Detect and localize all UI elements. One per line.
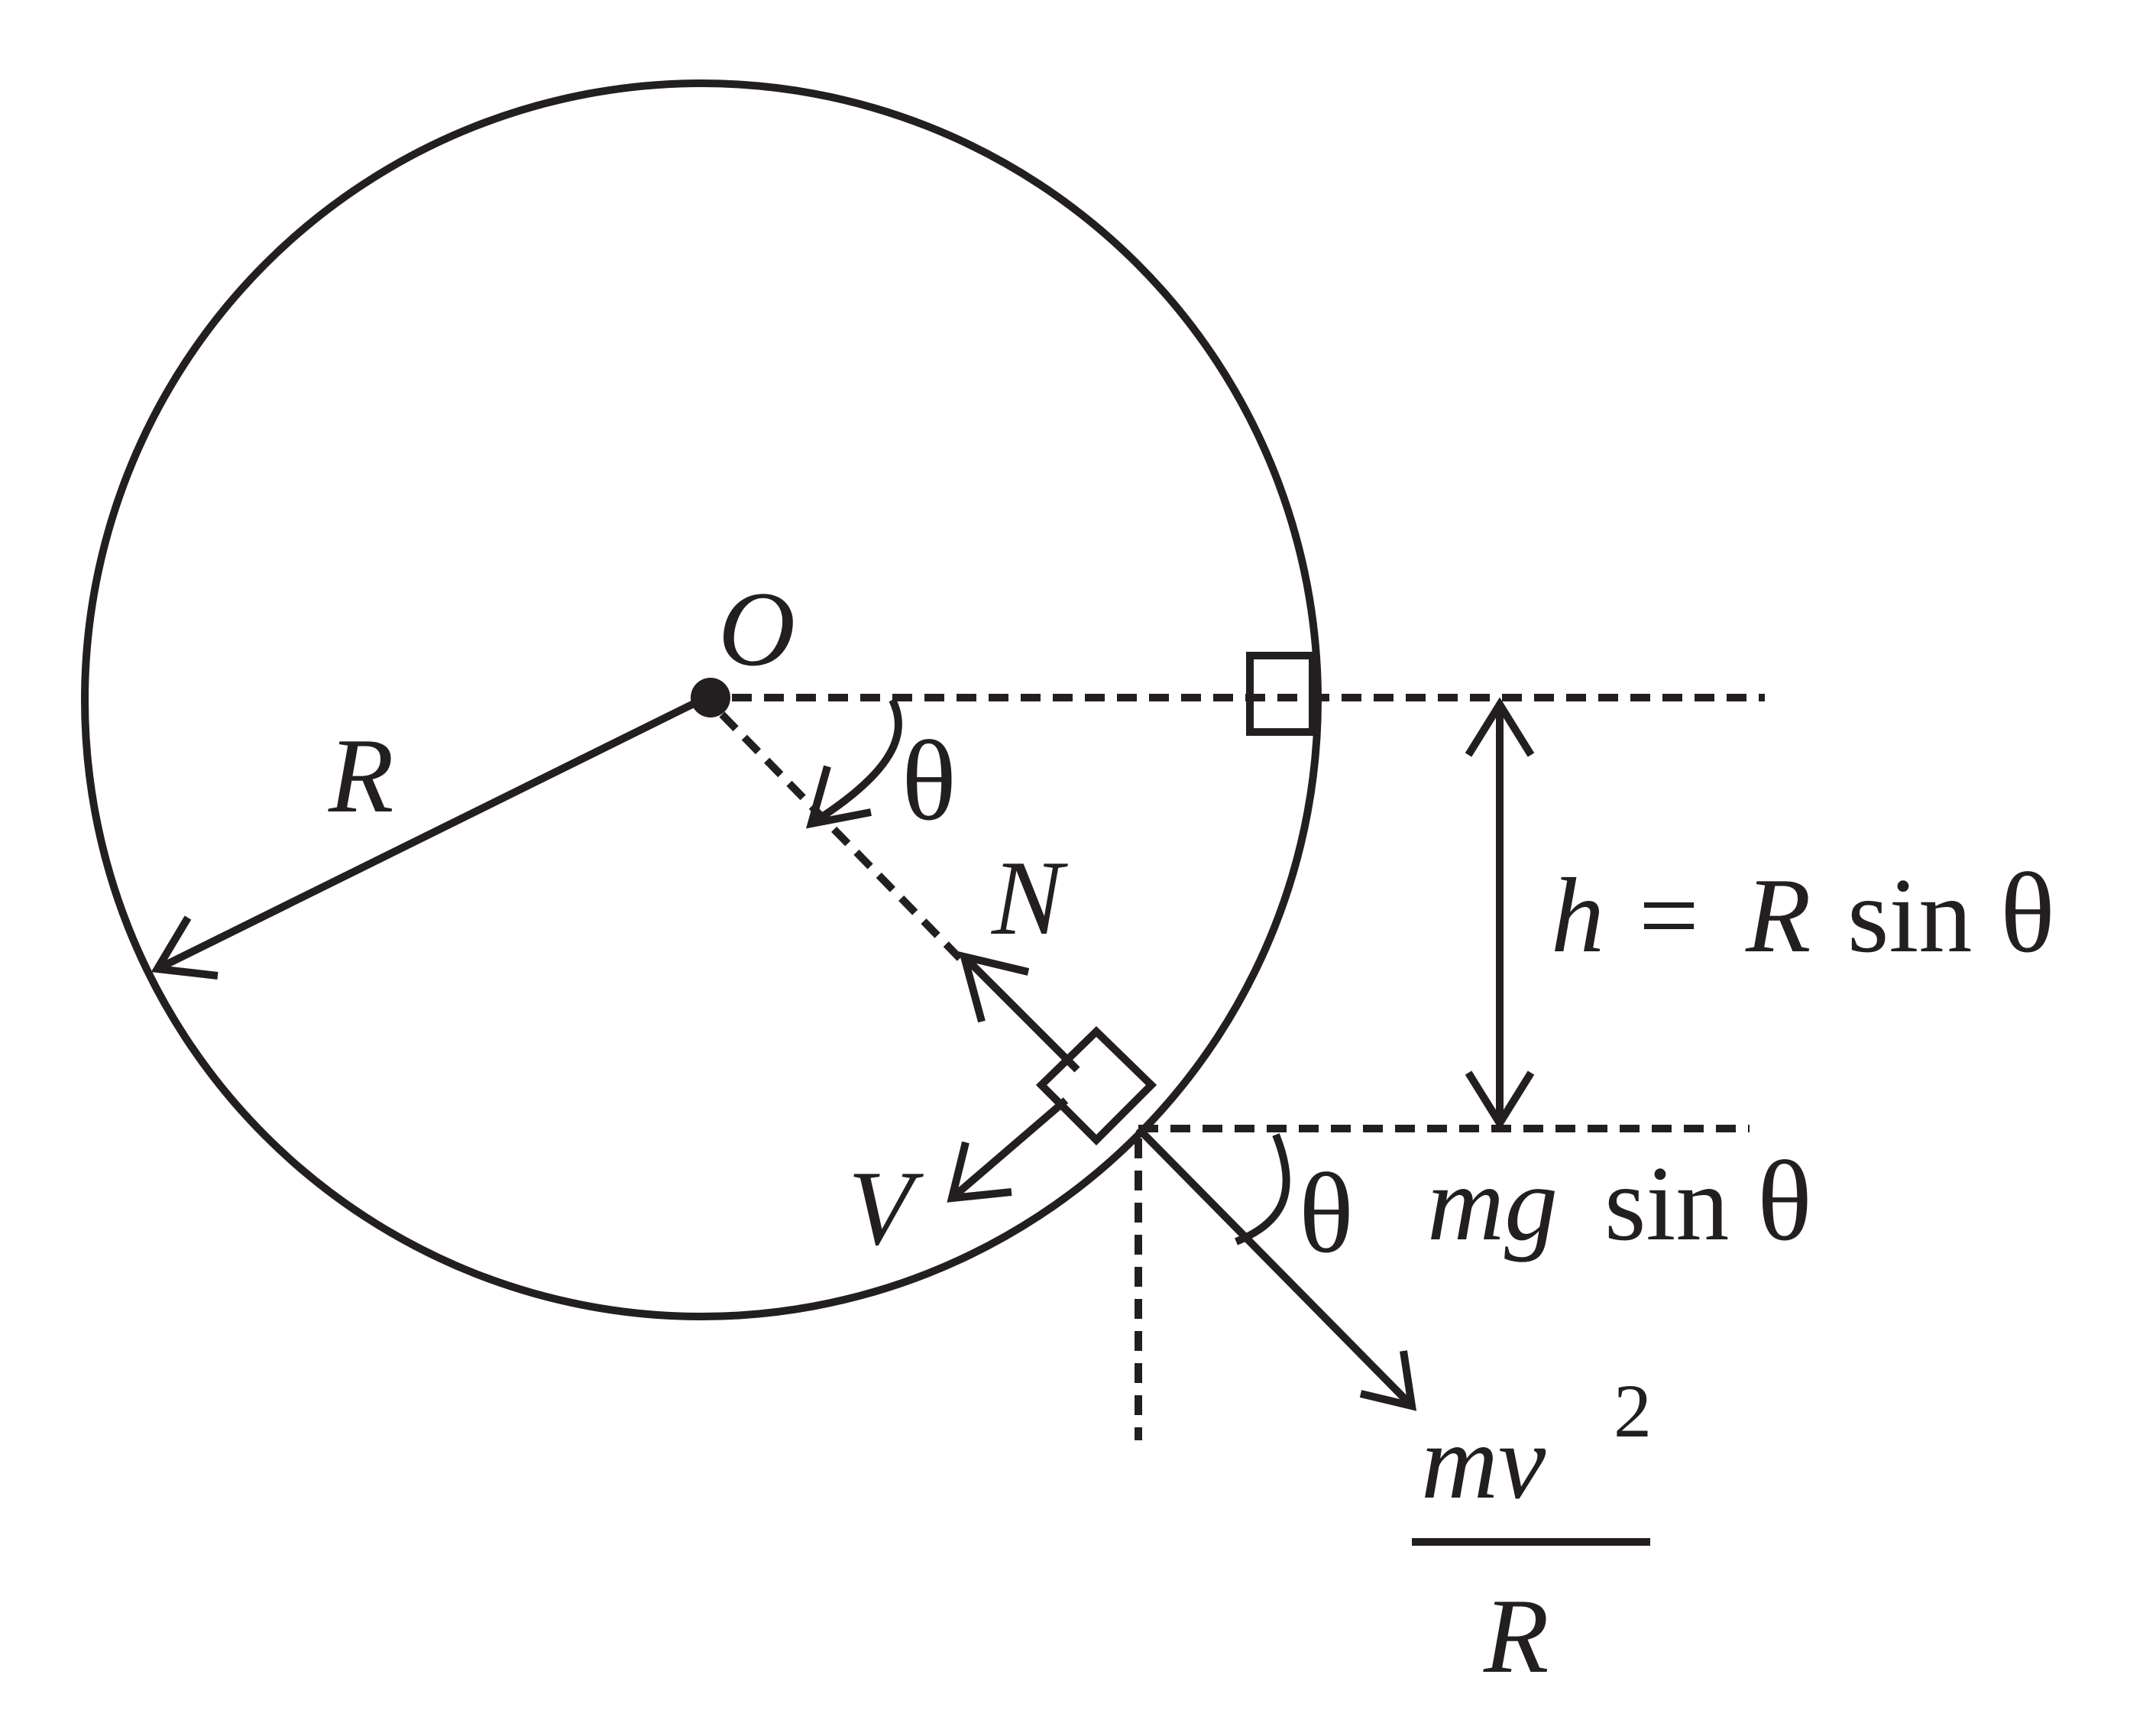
angle-arc-center [806, 698, 902, 829]
normal-force-arrow [958, 951, 1080, 1073]
block [1035, 1026, 1157, 1146]
height-var: h [1551, 857, 1604, 975]
gravity-sin: sin [1604, 1145, 1729, 1263]
label-angle-bottom: θ [1299, 1150, 1354, 1277]
centripetal-label: mv 2 R [1421, 1368, 1652, 1696]
label-angle-top: θ [902, 717, 957, 844]
label-normal-n: N [990, 839, 1068, 957]
label-velocity-v: V [848, 1149, 924, 1268]
gravity-theta: θ [1757, 1138, 1812, 1265]
height-equals: = [1639, 857, 1699, 975]
radius-arrow [151, 696, 704, 980]
height-sin: sin [1847, 857, 1972, 975]
centripetal-arrow [1135, 1125, 1417, 1411]
label-radius-r: R [328, 717, 394, 835]
gravity-mg: mg [1427, 1145, 1558, 1263]
centripetal-numerator: mv [1421, 1403, 1546, 1521]
right-angle-marker-top [1246, 652, 1316, 736]
gravity-component-label: mg sin θ [1427, 1138, 1812, 1265]
height-radius: R [1745, 857, 1811, 975]
height-arrow [1465, 697, 1535, 1131]
angle-arc-bottom [1235, 1133, 1290, 1245]
center-point [691, 678, 730, 717]
radial-line-dashed [719, 711, 967, 966]
centripetal-exponent: 2 [1614, 1368, 1652, 1453]
height-equation: h = R sin θ [1551, 850, 2055, 976]
velocity-arrow [947, 1097, 1069, 1203]
centripetal-denominator: R [1483, 1577, 1549, 1696]
label-center-o: O [718, 570, 795, 688]
height-theta: θ [2000, 850, 2055, 976]
